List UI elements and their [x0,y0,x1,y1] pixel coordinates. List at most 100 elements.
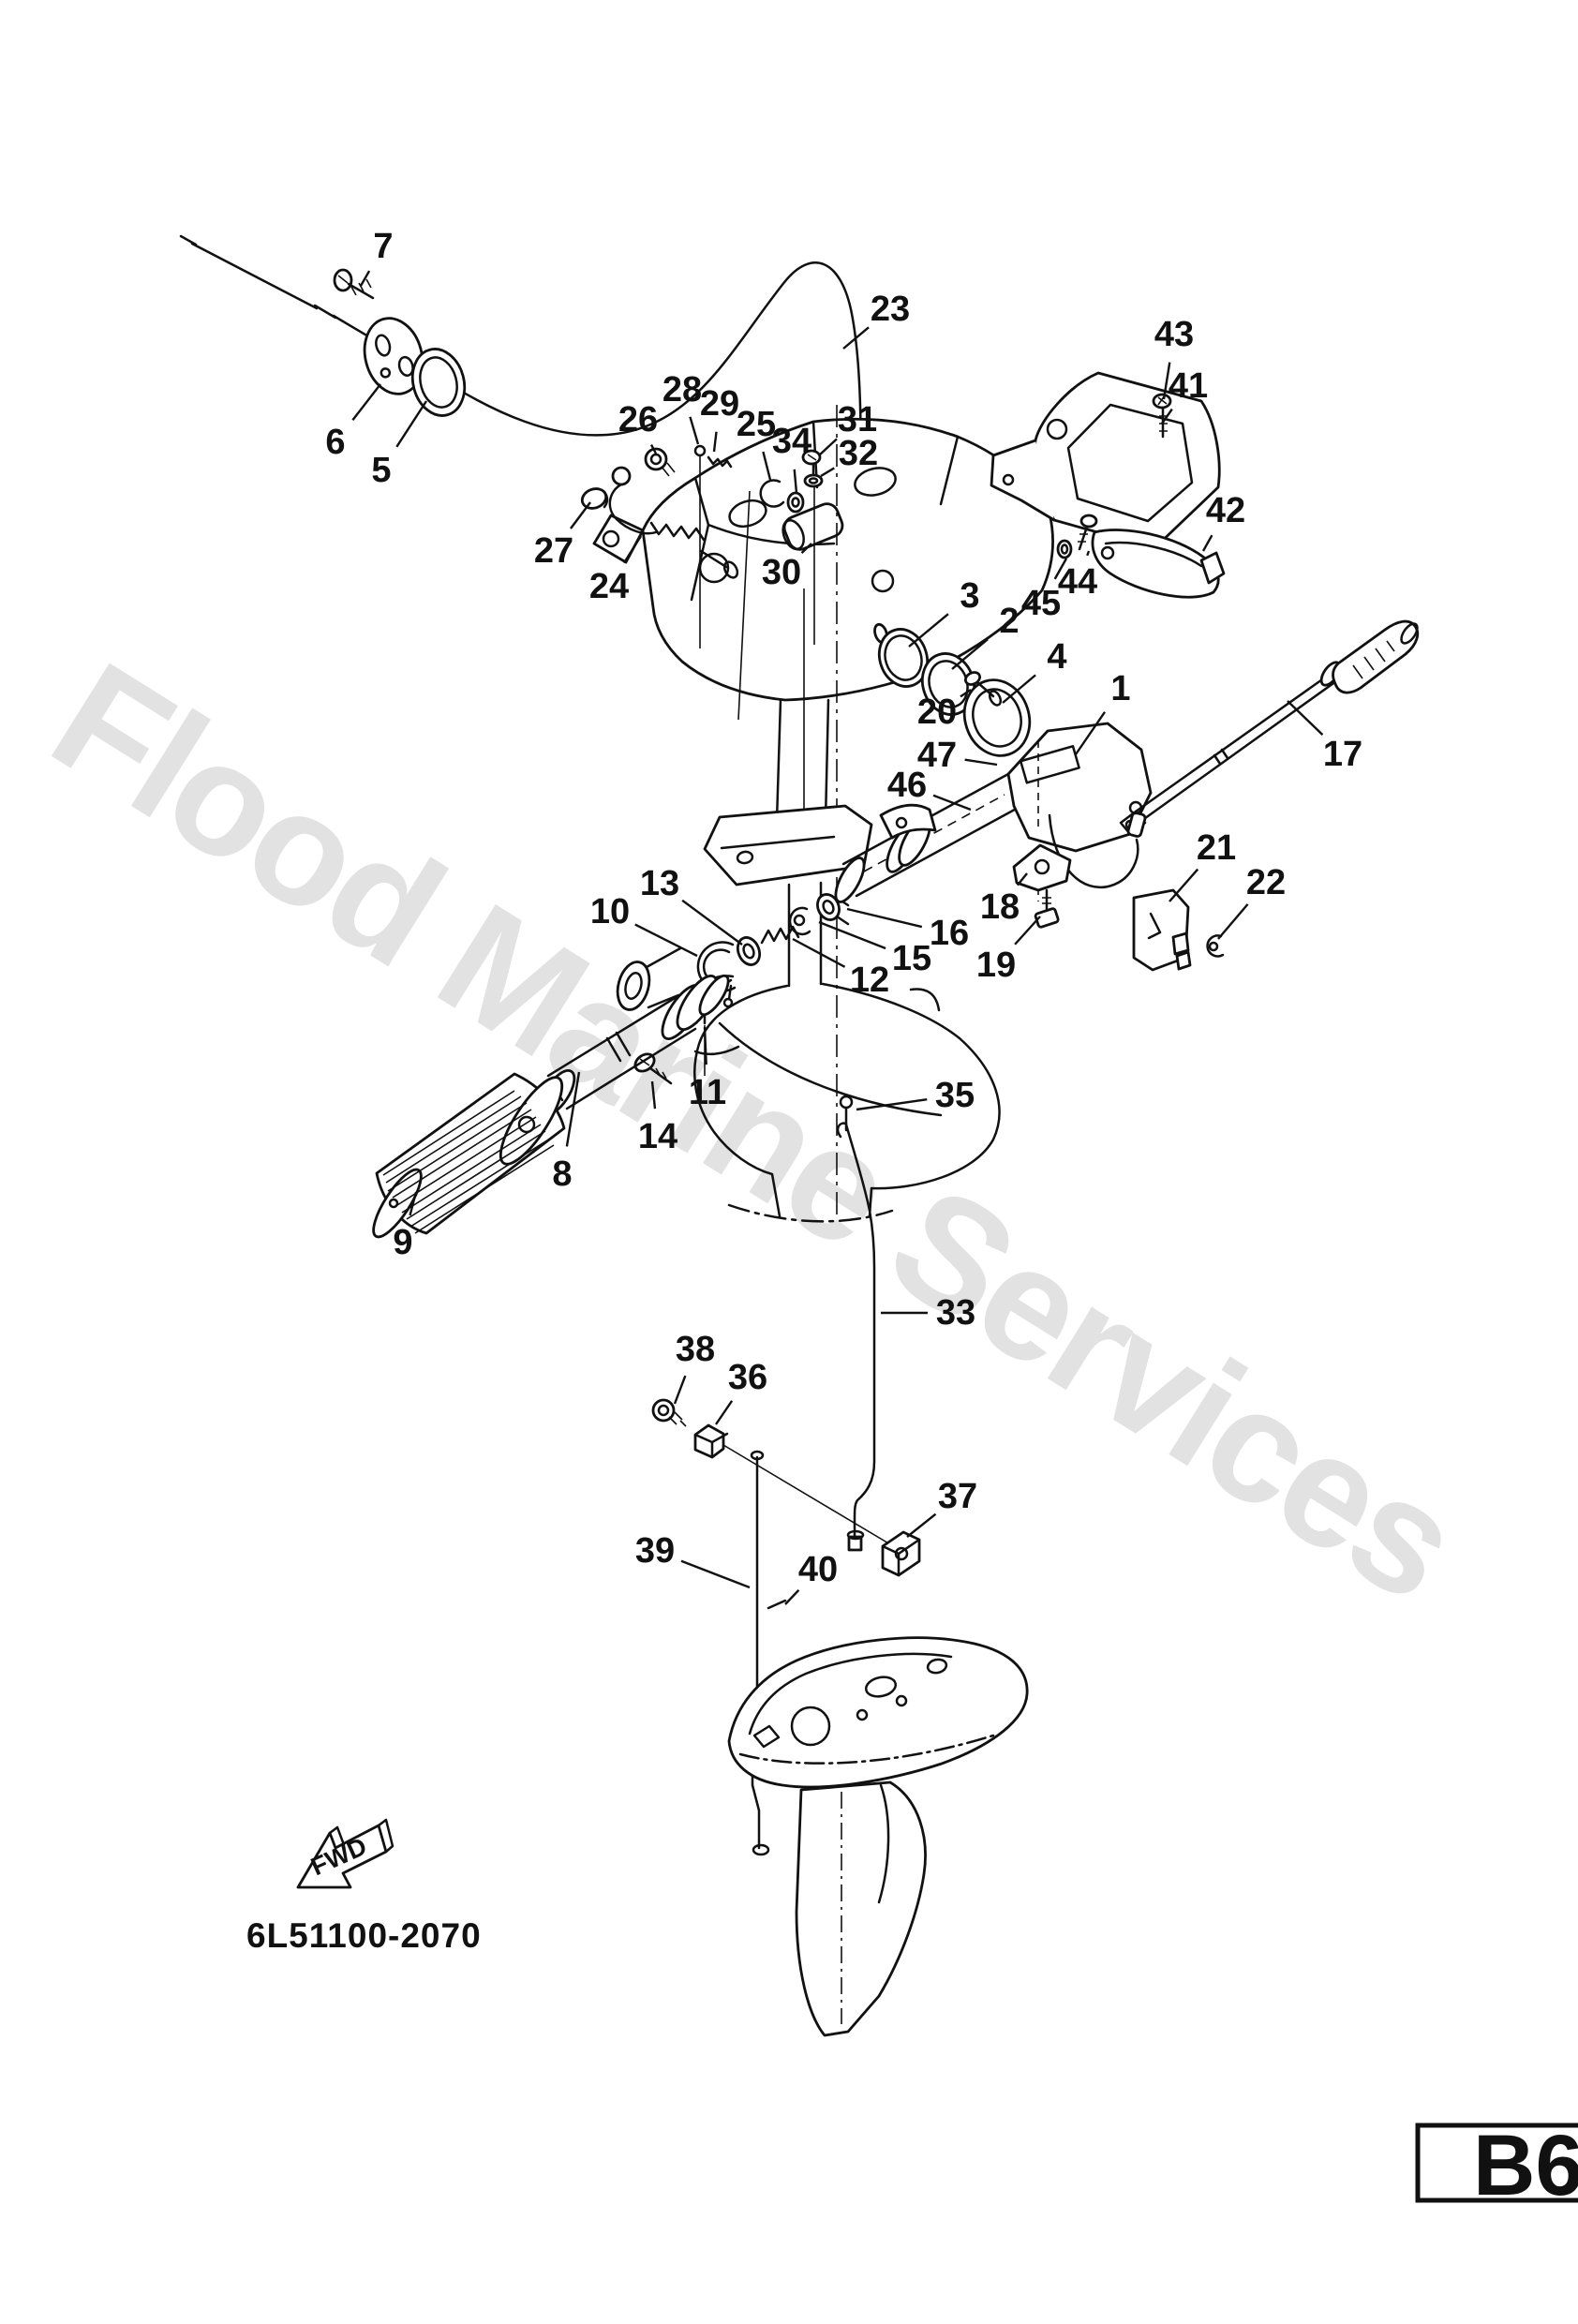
callout-41[interactable]: 41 [1169,366,1208,406]
steering-rod-17 [1119,619,1420,836]
callout-28[interactable]: 28 [662,370,702,410]
callout-13[interactable]: 13 [640,864,679,903]
callout-23[interactable]: 23 [871,290,910,329]
leader-41 [1161,408,1173,425]
lower-mount-bracket [727,1636,1029,2037]
callout-19[interactable]: 19 [976,946,1016,985]
callout-22[interactable]: 22 [1246,863,1286,902]
callout-34[interactable]: 34 [772,422,811,461]
cable-grommet-6 [363,317,424,395]
leader-6 [351,383,381,422]
leader-34 [793,469,798,494]
leader-23 [842,326,870,350]
callout-7[interactable]: 7 [373,227,393,266]
leader-28 [689,416,700,445]
callout-25[interactable]: 25 [737,405,776,444]
callout-33[interactable]: 33 [936,1293,975,1333]
friction-bracket-41-45 [990,371,1226,599]
leader-11 [703,1026,707,1065]
callout-20[interactable]: 20 [917,693,957,732]
leader-17 [1287,700,1324,737]
callout-2[interactable]: 2 [999,602,1019,641]
callout-6[interactable]: 6 [325,423,345,462]
leader-8 [565,1071,581,1147]
leader-14 [650,1080,657,1110]
throttle-cam-30 [782,502,844,551]
fwd-arrow: FWD [296,1818,394,1889]
powerhead-block [592,405,1054,1214]
callout-8[interactable]: 8 [552,1155,572,1194]
callout-38[interactable]: 38 [676,1330,715,1369]
callout-29[interactable]: 29 [700,384,739,424]
leader-1 [1075,711,1107,755]
cable-oring-5 [410,348,467,417]
callout-layer: 1234567891011121314151617181920212223242… [325,227,1362,1605]
callout-40[interactable]: 40 [798,1550,838,1589]
callout-37[interactable]: 37 [938,1477,977,1516]
leader-42 [1201,534,1213,552]
callout-42[interactable]: 42 [1206,491,1245,530]
clamp-bar-42 [1091,529,1226,599]
leader-22 [1217,903,1249,940]
leader-44 [1086,550,1091,557]
callout-45[interactable]: 45 [1021,584,1061,623]
callout-35[interactable]: 35 [935,1076,975,1115]
friction-block-21-22 [1132,888,1225,972]
clamp-37 [881,1530,921,1577]
callout-26[interactable]: 26 [618,400,658,439]
callout-47[interactable]: 47 [917,736,957,775]
leader-37 [906,1512,937,1538]
callout-31[interactable]: 31 [838,400,877,439]
callout-21[interactable]: 21 [1197,828,1236,868]
callout-10[interactable]: 10 [590,892,630,931]
callout-5[interactable]: 5 [371,451,391,490]
leader-15 [818,920,886,950]
shift-lever-24 [608,466,739,579]
callout-1[interactable]: 1 [1110,669,1130,708]
callout-44[interactable]: 44 [1058,562,1097,602]
pin-20 [963,671,1003,707]
leader-24 [622,535,643,564]
friction-cluster [633,893,850,1085]
callout-16[interactable]: 16 [930,914,969,953]
leader-30 [800,543,812,554]
callout-30[interactable]: 30 [762,553,801,592]
callout-18[interactable]: 18 [980,887,1020,927]
callout-9[interactable]: 9 [393,1223,412,1262]
leader-27 [570,501,591,529]
leader-3 [908,613,949,648]
drawing-code: 6L51100-2070 [246,1916,482,1955]
callout-17[interactable]: 17 [1323,735,1362,774]
leader-25 [762,451,772,481]
leader-32 [820,467,835,478]
shift-lever-cluster [580,444,824,579]
callout-32[interactable]: 32 [839,434,878,473]
callout-27[interactable]: 27 [534,531,573,571]
callout-12[interactable]: 12 [850,961,889,1000]
leader-13 [681,899,743,946]
leader-47 [964,758,998,767]
screw-38 [651,1398,687,1427]
clip-36 [693,1423,729,1459]
callout-15[interactable]: 15 [892,939,931,978]
callout-14[interactable]: 14 [638,1117,677,1156]
callout-39[interactable]: 39 [635,1531,675,1571]
page-code: B6 [1473,2118,1578,2213]
throttle-cable-assembly [179,234,862,617]
leader-40 [784,1588,800,1605]
callout-46[interactable]: 46 [887,766,927,805]
screw-43 [1152,393,1172,439]
callout-11[interactable]: 11 [689,1073,726,1112]
leader-12 [792,937,846,968]
throttle-grip-9 [372,1072,566,1239]
callout-24[interactable]: 24 [589,567,629,606]
callout-3[interactable]: 3 [960,576,979,616]
leader-18 [1016,872,1028,886]
leader-7 [359,270,371,287]
kill-cord [1048,800,1147,888]
cable-clamp-bolt-7 [333,268,375,300]
callout-43[interactable]: 43 [1154,315,1194,354]
leader-46 [932,794,972,812]
callout-4[interactable]: 4 [1047,637,1066,677]
callout-36[interactable]: 36 [728,1358,767,1397]
